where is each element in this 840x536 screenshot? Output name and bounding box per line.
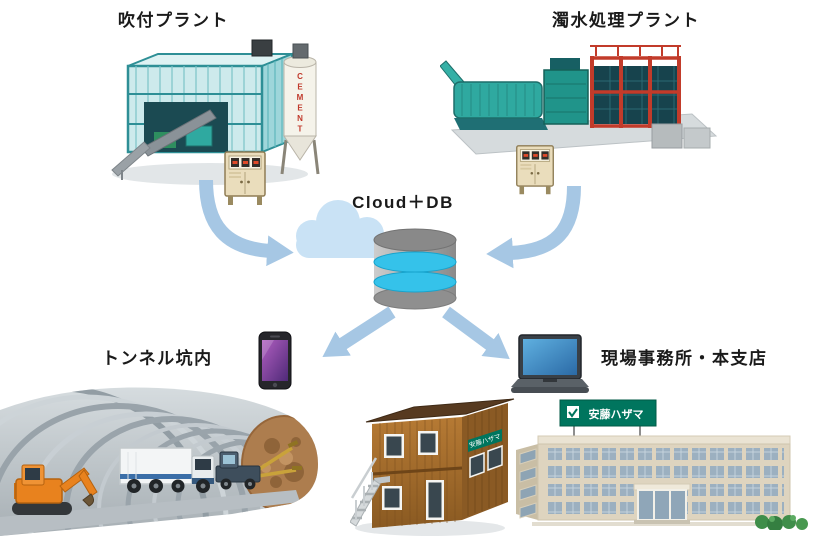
red-frame-cage (590, 45, 681, 128)
label-cloud-db: Cloud＋DB (352, 193, 454, 212)
spray-plant-illustration: CEMENT (111, 39, 320, 185)
ground-shadow (112, 163, 308, 185)
treatment-unit (543, 58, 589, 125)
storage-boxes (651, 123, 711, 149)
conveyor-inside (141, 109, 217, 157)
control-panel-left (224, 151, 266, 205)
drill-jumbo (215, 440, 302, 490)
excavator (12, 464, 98, 515)
roof-hopper (251, 39, 273, 57)
external-staircase (350, 457, 390, 527)
entrance (637, 489, 687, 521)
site-office-sign (468, 429, 502, 452)
truck (119, 447, 215, 493)
silo-cement-text: CEMENT (296, 72, 305, 135)
bushes (755, 515, 808, 530)
smartphone-icon (258, 331, 292, 390)
label-tunnel: トンネル坑内 (102, 349, 213, 368)
plant-structure (126, 39, 293, 157)
label-spray-plant: 吹付プラント (118, 11, 229, 30)
site-office-building: 安藤ハザマ (365, 398, 515, 528)
exterior-conveyor (111, 141, 151, 180)
control-panel-right (516, 145, 554, 195)
site-office-illustration: 安藤ハザマ (350, 398, 515, 536)
water-plant-illustration (440, 45, 718, 155)
cloud-db-illustration (296, 200, 457, 310)
rooftop-sign-text: 安藤ハザマ (589, 407, 644, 421)
office-building (516, 435, 802, 526)
cement-silo: CEMENT (280, 43, 320, 175)
clarifier-unit (440, 60, 548, 130)
rooftop-sign: 安藤ハザマ (559, 399, 657, 436)
database-icon (373, 228, 457, 310)
rock-face (241, 415, 318, 513)
label-office: 現場事務所・本支店 (601, 349, 768, 368)
tunnel-illustration (0, 387, 318, 536)
laptop-icon (511, 334, 589, 393)
tunnel-floor (0, 490, 300, 536)
office-building-illustration: 安藤ハザマ (516, 399, 808, 530)
label-water-plant: 濁水処理プラント (552, 11, 700, 30)
cloud-icon (296, 200, 388, 258)
